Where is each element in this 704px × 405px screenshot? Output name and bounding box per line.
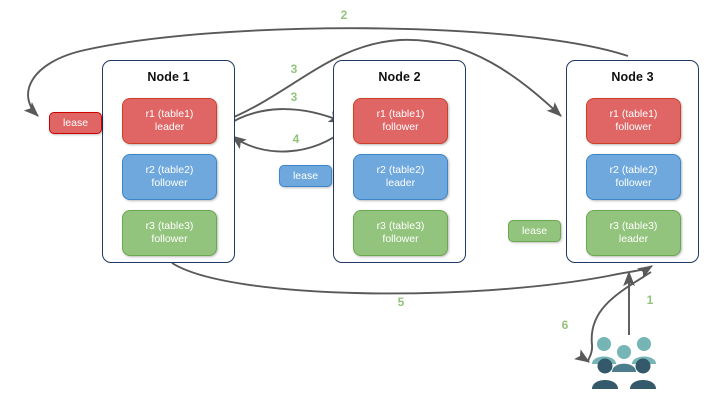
node-1-replica-r3[interactable]: r3 (table3) follower <box>122 210 217 256</box>
node-2-replica-r3-line2: follower <box>382 233 419 245</box>
edge-label-4: 4 <box>292 132 300 146</box>
edge-5-path <box>171 262 653 295</box>
users-icon <box>592 337 656 389</box>
node-3-replica-r1-line1: r1 (table1) <box>609 108 658 120</box>
edge-6-path <box>574 271 652 363</box>
node-3-replica-r3-line2: leader <box>618 233 649 245</box>
node-1[interactable]: Node 1 r1 (table1) leader r2 (table2) fo… <box>102 60 235 263</box>
node-3-replica-r2-line1: r2 (table2) <box>609 164 658 176</box>
edge-3-upper-path <box>221 39 562 123</box>
node-1-replica-r1[interactable]: r1 (table1) leader <box>122 98 217 144</box>
node-2-replica-r3[interactable]: r3 (table3) follower <box>353 210 448 256</box>
node-3-title: Node 3 <box>611 70 654 84</box>
node-2-replica-r2[interactable]: r2 (table2) leader <box>353 154 448 200</box>
node-3-replica-r1-line2: follower <box>615 121 652 133</box>
node-2-replica-r2-line1: r2 (table2) <box>376 164 425 176</box>
node-3[interactable]: Node 3 r1 (table1) follower r2 (table2) … <box>566 60 699 263</box>
node-3-replica-r3-line1: r3 (table3) <box>609 220 658 232</box>
edge-label-6: 6 <box>561 318 569 332</box>
edge-label-5: 5 <box>397 295 405 309</box>
node-1-replica-r3-line1: r3 (table3) <box>145 220 194 232</box>
node-1-title: Node 1 <box>147 70 190 84</box>
node-2-title: Node 2 <box>378 70 421 84</box>
node-2-replica-r3-line1: r3 (table3) <box>376 220 425 232</box>
node-2-replica-r1[interactable]: r1 (table1) follower <box>353 98 448 144</box>
node-2[interactable]: Node 2 r1 (table1) follower r2 (table2) … <box>333 60 466 263</box>
node-2-replica-r2-line2: leader <box>385 177 416 189</box>
node-1-replica-r1-line1: r1 (table1) <box>145 108 194 120</box>
node-3-replica-r2-line2: follower <box>615 177 652 189</box>
node-3-replica-r2[interactable]: r2 (table2) follower <box>586 154 681 200</box>
edge-label-3a: 3 <box>290 62 298 76</box>
node-2-replica-r1-line2: follower <box>382 121 419 133</box>
node-1-replica-r3-line2: follower <box>151 233 188 245</box>
node-1-replica-r2-line1: r2 (table2) <box>145 164 194 176</box>
node-1-replica-r2-line2: follower <box>151 177 188 189</box>
edge-label-3b: 3 <box>290 90 298 104</box>
lease-table3[interactable]: lease <box>508 220 561 242</box>
edge-2-path <box>23 27 629 117</box>
lease-table2[interactable]: lease <box>279 165 332 187</box>
node-2-replica-r1-line1: r1 (table1) <box>376 108 425 120</box>
edge-label-2: 2 <box>340 8 348 22</box>
edge-3-lower-path <box>223 108 345 128</box>
lease-table1[interactable]: lease <box>49 112 102 134</box>
node-3-replica-r1[interactable]: r1 (table1) follower <box>586 98 681 144</box>
node-1-replica-r1-line2: leader <box>154 121 185 133</box>
node-3-replica-r3[interactable]: r3 (table3) leader <box>586 210 681 256</box>
node-1-replica-r2[interactable]: r2 (table2) follower <box>122 154 217 200</box>
edge-label-1: 1 <box>646 293 654 307</box>
